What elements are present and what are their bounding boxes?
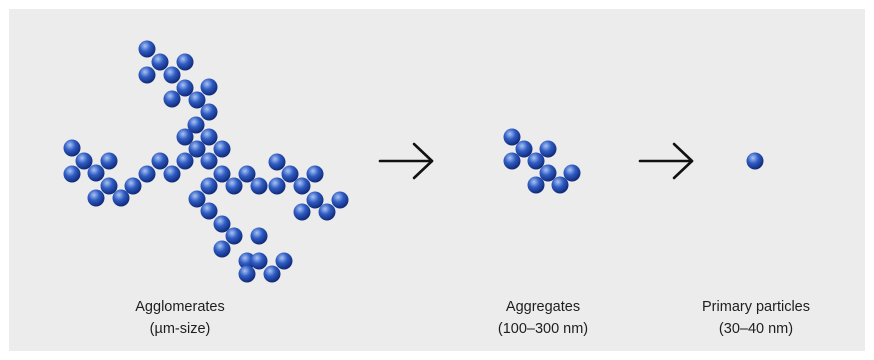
blue-sphere-icon [293,177,311,195]
blue-sphere-icon [213,165,231,183]
blue-sphere-icon [563,164,581,182]
blue-sphere-icon [163,90,181,108]
blue-sphere-icon [238,265,256,283]
agglomerate-cluster [63,40,349,283]
right-arrow-icon-1 [378,142,434,180]
blue-sphere-icon [213,215,231,233]
blue-sphere-icon [112,189,130,207]
blue-sphere-icon [200,152,218,170]
blue-sphere-icon [138,40,156,58]
blue-sphere-icon [138,66,156,84]
blue-sphere-icon [551,176,569,194]
blue-sphere-icon [281,165,299,183]
blue-sphere-icon [176,79,194,97]
blue-sphere-icon [268,177,286,195]
blue-sphere-icon [163,165,181,183]
blue-sphere-icon [225,177,243,195]
blue-sphere-icon [539,164,557,182]
aggregates-caption: Aggregates (100–300 nm) [443,296,643,340]
aggregate-cluster [503,128,581,194]
primary-particles-caption: Primary particles (30–40 nm) [656,296,856,340]
blue-sphere-icon [200,202,218,220]
blue-sphere-icon [151,152,169,170]
blue-sphere-icon [306,165,324,183]
blue-sphere-icon [163,66,181,84]
blue-sphere-icon [268,153,286,171]
blue-sphere-icon [238,165,256,183]
blue-sphere-icon [188,91,206,109]
blue-sphere-icon [275,252,293,270]
blue-sphere-icon [318,203,336,221]
blue-sphere-icon [306,191,324,209]
blue-sphere-icon [176,128,194,146]
blue-sphere-icon [188,190,206,208]
agglomerates-label: Agglomerates [135,299,225,315]
blue-sphere-icon [176,152,194,170]
primary-particle [746,152,764,170]
blue-sphere-icon [187,116,205,134]
blue-sphere-icon [503,128,521,146]
blue-sphere-icon [87,164,105,182]
blue-sphere-icon [100,152,118,170]
blue-sphere-icon [100,177,118,195]
blue-sphere-icon [503,152,521,170]
blue-sphere-icon [63,139,81,157]
right-arrow-icon-2 [638,142,694,180]
blue-sphere-icon [250,227,268,245]
primary-particles-label: Primary particles [702,299,810,315]
blue-sphere-icon [151,53,169,71]
blue-sphere-icon [138,165,156,183]
blue-sphere-icon [250,252,268,270]
blue-sphere-icon [515,140,533,158]
blue-sphere-icon [124,177,142,195]
blue-sphere-icon [331,191,349,209]
blue-sphere-icon [87,189,105,207]
aggregates-size: (100–300 nm) [497,321,589,337]
blue-sphere-icon [225,227,243,245]
agglomerates-size: (µm-size) [149,321,211,337]
blue-sphere-icon [200,128,218,146]
blue-sphere-icon [746,152,764,170]
blue-sphere-icon [75,152,93,170]
blue-sphere-icon [213,140,231,158]
blue-sphere-icon [213,240,231,258]
blue-sphere-icon [250,177,268,195]
blue-sphere-icon [263,265,281,283]
blue-sphere-icon [188,140,206,158]
blue-sphere-icon [527,176,545,194]
agglomerates-caption: Agglomerates (µm-size) [80,296,280,340]
blue-sphere-icon [293,203,311,221]
blue-sphere-icon [200,78,218,96]
blue-sphere-icon [527,152,545,170]
primary-particles-size: (30–40 nm) [718,321,794,337]
blue-sphere-icon [238,252,256,270]
blue-sphere-icon [63,165,81,183]
blue-sphere-icon [200,177,218,195]
aggregates-label: Aggregates [505,299,581,315]
blue-sphere-icon [539,140,557,158]
blue-sphere-icon [200,103,218,121]
blue-sphere-icon [176,53,194,71]
